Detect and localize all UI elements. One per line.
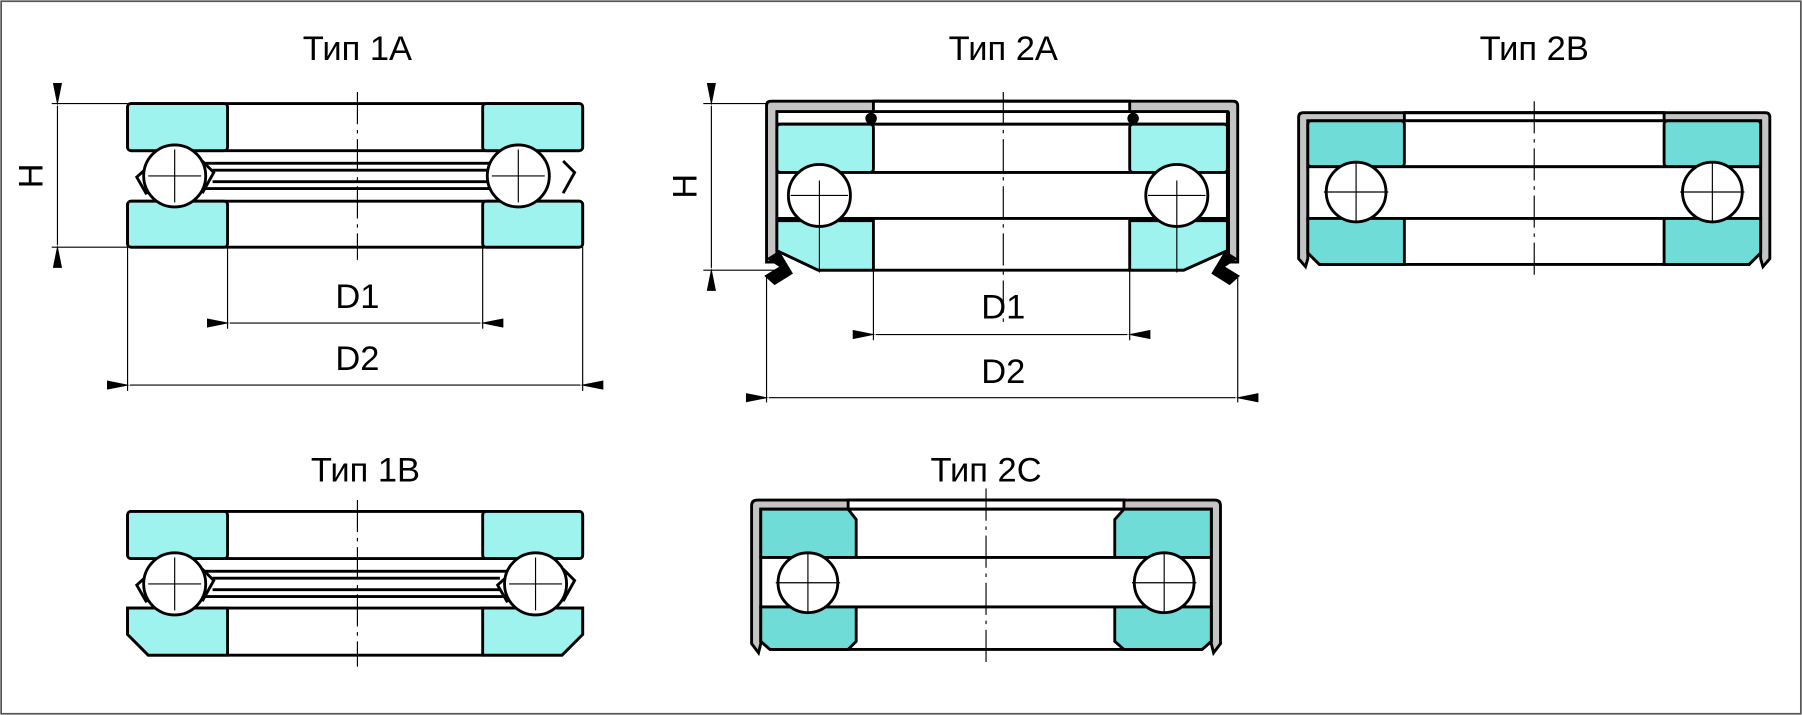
dimension-d1-label-2a: D1 [981, 288, 1025, 326]
dimension-h-label-2a: H [666, 174, 704, 199]
title-type-2b: Тип 2В [1480, 30, 1589, 68]
seal-right [1211, 250, 1241, 286]
dimension-d1-label: D1 [335, 278, 379, 316]
seal-left [764, 250, 793, 286]
title-type-2c: Тип 2С [930, 452, 1041, 490]
bearing-type-2b: Тип 2В [1297, 30, 1772, 276]
bearing-type-1a: Тип 1А H D1 D2 [13, 30, 604, 391]
dimension-d2-label: D2 [335, 340, 379, 378]
bearing-type-2a: Тип 2А H D1 D2 [666, 30, 1259, 403]
bearing-type-1b: Тип 1В [126, 452, 585, 667]
dimension-d2-label-2a: D2 [981, 353, 1025, 391]
title-type-2a: Тип 2А [949, 30, 1058, 68]
dimension-h-label: H [13, 163, 51, 188]
title-type-1a: Тип 1А [303, 30, 412, 68]
bearing-type-2c: Тип 2С [750, 452, 1222, 665]
title-type-1b: Тип 1В [311, 452, 420, 490]
